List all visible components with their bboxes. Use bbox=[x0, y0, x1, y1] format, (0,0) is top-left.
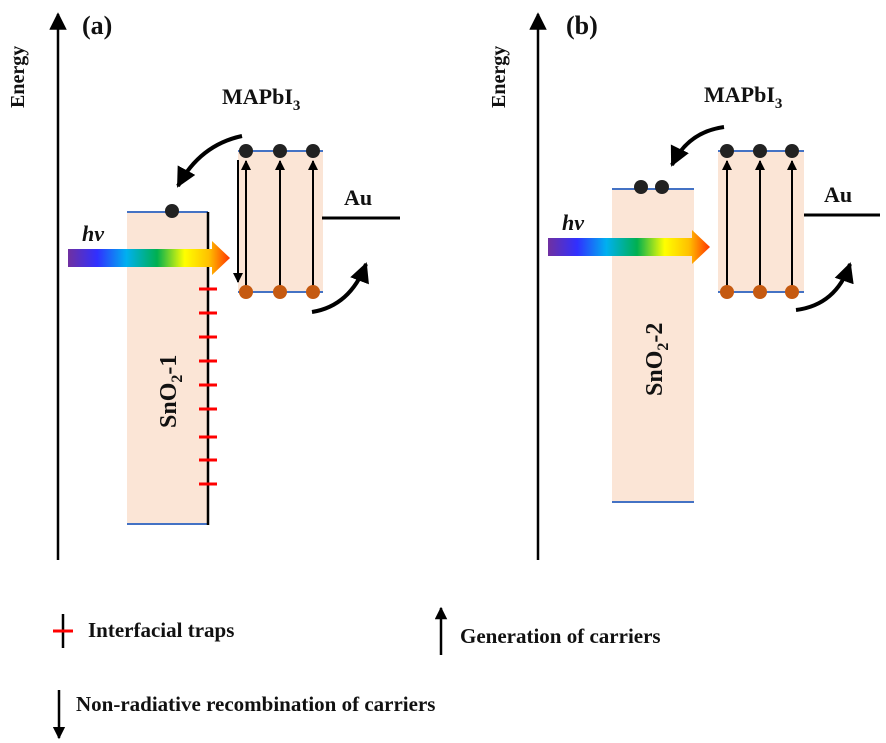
au-label-b: Au bbox=[824, 182, 852, 207]
hole bbox=[753, 285, 767, 299]
hole-transfer-arrow-a bbox=[311, 262, 369, 314]
electron bbox=[239, 144, 253, 158]
hole bbox=[273, 285, 287, 299]
electron bbox=[306, 144, 320, 158]
perovskite-label-a: MAPbI3 bbox=[222, 84, 300, 114]
light-label-b: hv bbox=[562, 210, 584, 235]
electron bbox=[753, 144, 767, 158]
hole bbox=[720, 285, 734, 299]
hole-transfer-arrow-b bbox=[795, 262, 854, 312]
panel-label-a: (a) bbox=[82, 11, 112, 40]
legend-traps-label: Interfacial traps bbox=[88, 618, 234, 642]
electron bbox=[655, 180, 669, 194]
legend-recombination-label: Non-radiative recombination of carriers bbox=[76, 692, 435, 716]
sno2-1-label: SnO2-1 bbox=[156, 355, 186, 428]
hole bbox=[785, 285, 799, 299]
interfacial-traps bbox=[199, 287, 217, 486]
light-arrow-a bbox=[68, 241, 230, 275]
electron bbox=[165, 204, 179, 218]
electron bbox=[785, 144, 799, 158]
perovskite-label-b: MAPbI3 bbox=[704, 82, 782, 112]
hole bbox=[239, 285, 253, 299]
panel-a: Energy (a) SnO2-1 hv MAPbI3 bbox=[7, 11, 400, 560]
au-label-a: Au bbox=[344, 185, 372, 210]
electron bbox=[273, 144, 287, 158]
panel-label-b: (b) bbox=[566, 11, 598, 40]
electron-transfer-arrow-b bbox=[670, 125, 725, 167]
hole bbox=[306, 285, 320, 299]
electron bbox=[720, 144, 734, 158]
legend-generation-label: Generation of carriers bbox=[460, 624, 661, 648]
energy-axis-label-a: Energy bbox=[7, 46, 29, 108]
light-arrow-b bbox=[548, 230, 710, 264]
sno2-2-band bbox=[612, 189, 694, 502]
sno2-2-label: SnO2-2 bbox=[642, 323, 672, 396]
legend: Interfacial traps Generation of carriers… bbox=[52, 606, 661, 740]
electron-transfer-arrow-a bbox=[176, 134, 243, 188]
energy-axis-label-b: Energy bbox=[488, 46, 510, 108]
electron bbox=[634, 180, 648, 194]
panel-b: Energy (b) SnO2-2 hv MAPbI3 Au bbox=[488, 11, 880, 560]
light-label-a: hv bbox=[82, 221, 104, 246]
